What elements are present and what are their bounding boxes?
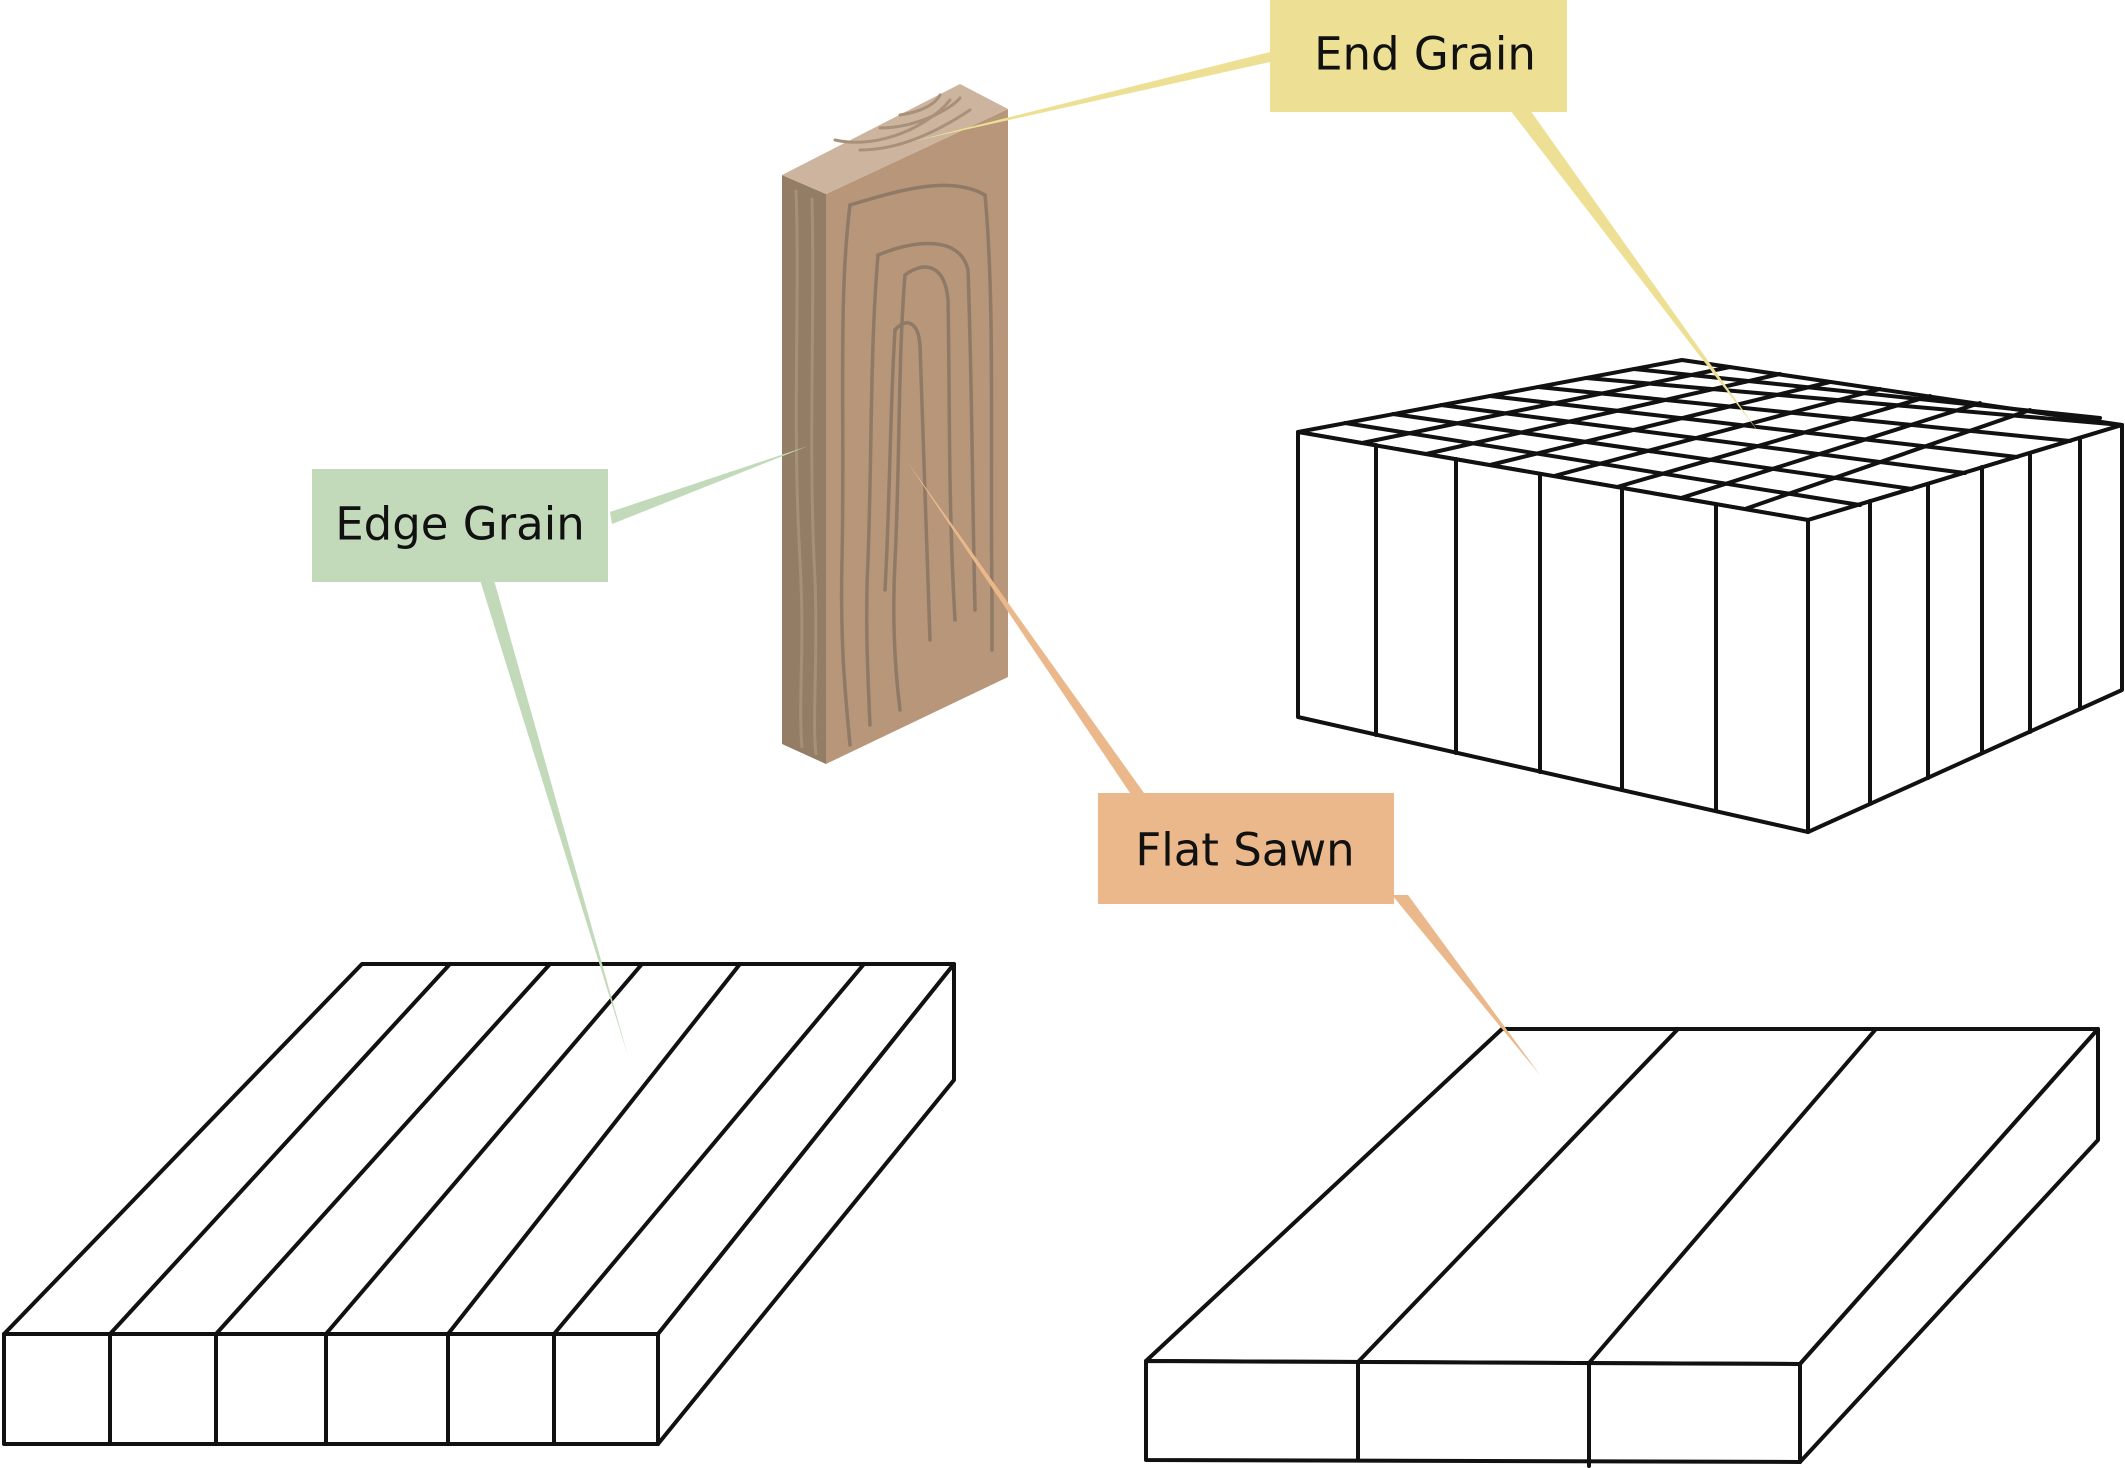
plank-front-face xyxy=(826,109,1008,764)
wood-plank xyxy=(782,84,1008,764)
plank-side-grain xyxy=(794,189,818,756)
flat-sawn-side-face xyxy=(1798,1027,2100,1464)
end-grain-label: End Grain xyxy=(1314,28,1536,81)
end-grain-block xyxy=(1296,358,2124,834)
end-grain-callout: End Grain xyxy=(1270,0,1567,112)
edge-grain-front-face xyxy=(2,1332,660,1446)
flat-sawn-label: Flat Sawn xyxy=(1135,824,1354,877)
flat-sawn-pointer-block xyxy=(1392,895,1540,1075)
edge-grain-pointer-plank xyxy=(610,446,808,524)
end-grain-top-grid xyxy=(1343,365,2124,511)
callout-pointers xyxy=(480,52,1760,1075)
edge-grain-block xyxy=(2,962,956,1446)
plank-top-face xyxy=(782,84,1008,194)
edge-grain-callout: Edge Grain xyxy=(312,469,608,582)
end-grain-front-strips xyxy=(1374,443,1718,813)
end-grain-pointer-plank xyxy=(910,52,1270,142)
plank-grain-lines xyxy=(839,183,994,747)
edge-grain-pointer-block xyxy=(480,580,628,1056)
end-grain-label-box xyxy=(1270,0,1567,112)
edge-grain-label: Edge Grain xyxy=(335,498,585,551)
flat-sawn-front-face xyxy=(1144,1359,1802,1464)
end-grain-pointer-block xyxy=(1510,110,1760,434)
plank-end-rings xyxy=(833,93,972,152)
flat-sawn-pointer-plank xyxy=(906,460,1144,793)
plank-side-face xyxy=(782,175,826,764)
flat-sawn-block xyxy=(1144,1027,2100,1468)
flat-sawn-strips xyxy=(1356,1027,1878,1468)
flat-sawn-callout: Flat Sawn xyxy=(1098,793,1394,904)
edge-grain-side-face xyxy=(656,962,956,1446)
edge-grain-strips xyxy=(108,962,866,1446)
edge-grain-label-box xyxy=(312,469,608,582)
flat-sawn-label-box xyxy=(1098,793,1394,904)
end-grain-side-strips xyxy=(1868,436,2082,806)
